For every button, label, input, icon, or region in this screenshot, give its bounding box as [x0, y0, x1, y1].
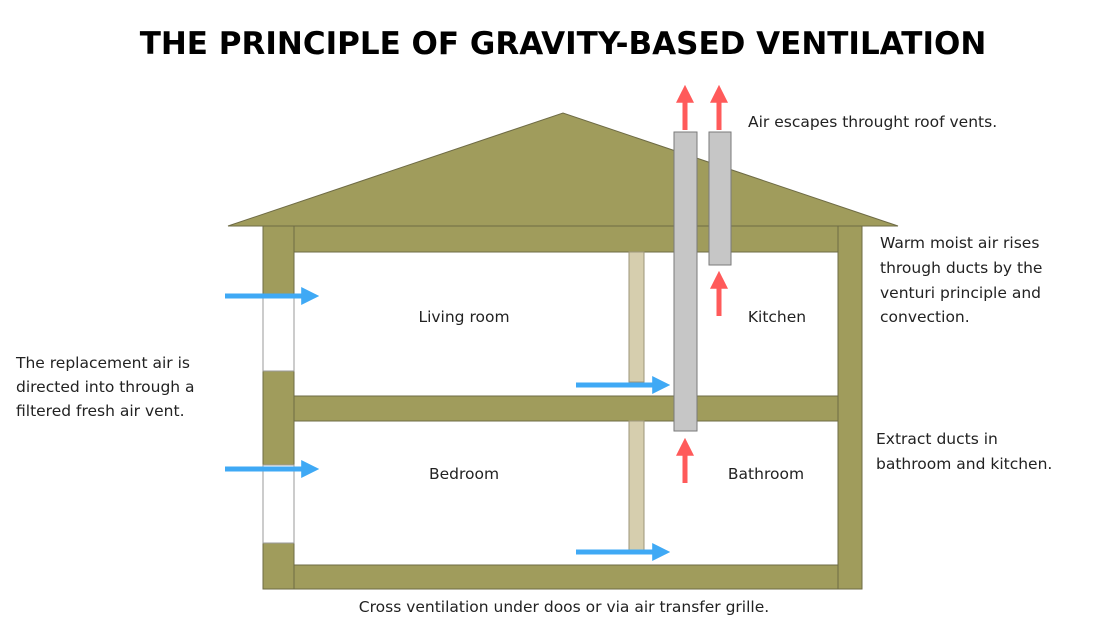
left-wall-bottom	[262, 542, 295, 590]
bathroom-duct	[673, 131, 698, 432]
lower-window	[262, 464, 295, 544]
annotation-extract-ducts-line-1: Extract ducts in	[876, 430, 998, 448]
middle-floor-left	[293, 395, 675, 422]
house-structure	[262, 225, 863, 590]
annotation-warm-air-line-2: through ducts by the	[880, 259, 1042, 277]
right-wall	[837, 225, 863, 590]
annotation-cross-ventilation: Cross ventilation under doos or via air …	[359, 598, 769, 616]
annotation-warm-air-line-1: Warm moist air rises	[880, 234, 1039, 252]
upper-window	[262, 295, 295, 372]
left-wall-top	[262, 225, 295, 297]
left-wall-middle	[262, 370, 295, 466]
room-label-living-room: Living room	[418, 308, 509, 326]
annotation-extract-ducts-line-2: bathroom and kitchen.	[876, 455, 1052, 473]
annotation-warm-air-line-3: venturi principle and	[880, 284, 1041, 302]
annotation-replacement-air-line-1: The replacement air is	[15, 354, 190, 372]
room-label-bathroom: Bathroom	[728, 465, 804, 483]
lower-partition	[628, 420, 645, 552]
room-label-kitchen: Kitchen	[748, 308, 806, 326]
annotation-roof-vents: Air escapes throught roof vents.	[748, 113, 997, 131]
kitchen-duct	[708, 131, 732, 266]
annotation-replacement-air-line-2: directed into through a	[16, 378, 195, 396]
annotation-warm-air-line-4: convection.	[880, 308, 970, 326]
annotation-replacement-air-line-3: filtered fresh air vent.	[16, 402, 185, 420]
ceiling-beam	[293, 225, 839, 253]
room-label-bedroom: Bedroom	[429, 465, 499, 483]
middle-floor-right	[696, 395, 839, 422]
diagram-title: THE PRINCIPLE OF GRAVITY-BASED VENTILATI…	[140, 26, 987, 62]
upper-partition	[628, 251, 645, 383]
ground-floor	[293, 564, 839, 590]
